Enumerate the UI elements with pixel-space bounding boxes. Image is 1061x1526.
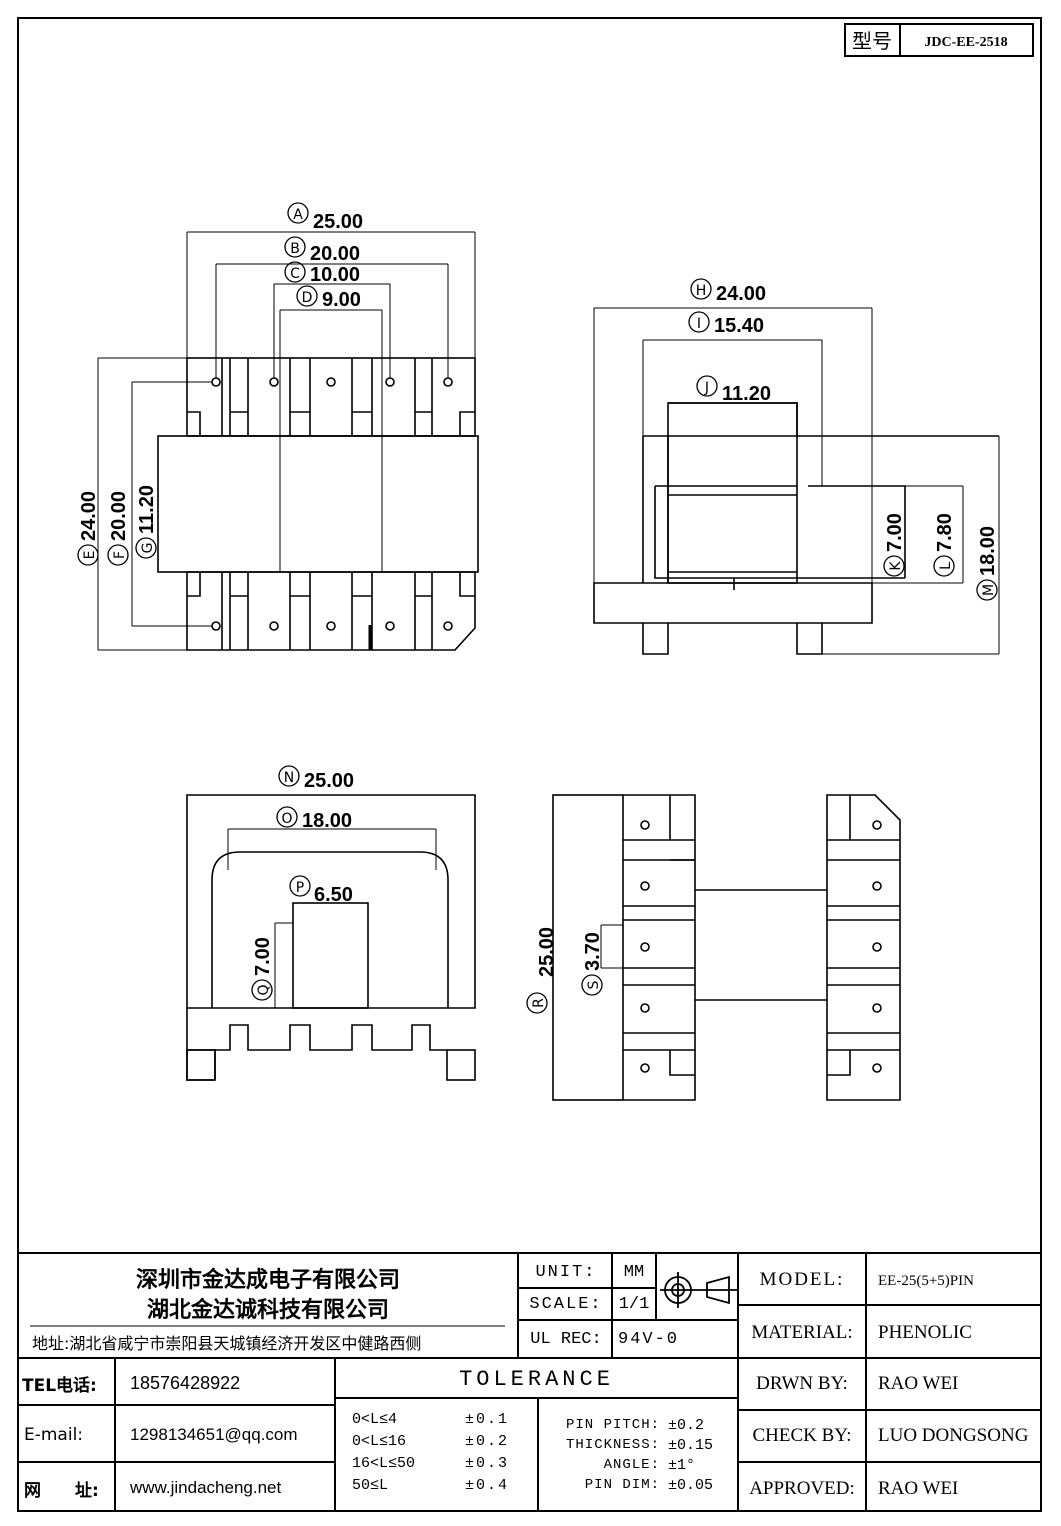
dim-d: 9.00: [322, 289, 361, 311]
model-value: EE-25(5+5)PIN: [878, 1272, 974, 1289]
svg-text:Q: Q: [256, 984, 272, 995]
dim-n: 25.00: [304, 770, 354, 792]
tolerance-value-1: ±0.1: [465, 1410, 510, 1428]
side-view-dimensions: H 24.00 I 15.40 J 11.20 K 7.00 L 7.80 M …: [688, 278, 999, 601]
tolerance-range-3: 16<L≤50: [352, 1454, 416, 1472]
svg-text:F: F: [112, 551, 128, 559]
check-by-label: CHECK BY:: [752, 1425, 852, 1446]
web-value: www.jindacheng.net: [130, 1478, 282, 1497]
dim-p: 6.50: [314, 884, 353, 906]
dim-o: 18.00: [302, 810, 352, 832]
svg-text:I: I: [697, 316, 701, 332]
svg-text:E: E: [82, 551, 98, 560]
top-view-dimensions: A 25.00 B 20.00 C 10.00 D 9.00 E 24.00 F…: [77, 202, 363, 566]
thickness-value: ±0.15: [668, 1436, 714, 1454]
model-label: MODEL:: [759, 1269, 845, 1290]
tolerance-range-2: 0<L≤16: [352, 1432, 407, 1450]
pin-pitch-label: PIN PITCH:: [565, 1417, 660, 1433]
dim-s: 3.70: [582, 932, 604, 971]
dim-m: 18.00: [977, 526, 999, 576]
web-label: 网 址:: [24, 1480, 99, 1501]
material-label: MATERIAL:: [751, 1322, 853, 1343]
tolerance-value-4: ±0.4: [465, 1476, 510, 1494]
svg-text:A: A: [293, 207, 303, 223]
approved-label: APPROVED:: [749, 1478, 855, 1499]
dim-b: 20.00: [310, 243, 360, 265]
model-number-box: 型号 JDC-EE-2518: [844, 23, 1034, 57]
tolerance-value-2: ±0.2: [465, 1432, 510, 1450]
unit-value: MM: [623, 1262, 645, 1282]
svg-text:S: S: [586, 980, 602, 989]
pin-view-dimensions: R 25.00 S 3.70: [526, 927, 604, 1014]
svg-text:J: J: [704, 380, 709, 396]
tel-value: 18576428922: [130, 1372, 241, 1393]
tel-label: TEL电话:: [22, 1375, 97, 1396]
ulrec-value: 94V-0: [618, 1329, 680, 1349]
pin-view: [552, 794, 901, 1101]
pin-pitch-value: ±0.2: [668, 1416, 705, 1434]
company-address: 地址:湖北省咸宁市崇阳县天城镇经济开发区中健路西侧: [32, 1334, 422, 1353]
material-value: PHENOLIC: [878, 1322, 972, 1343]
tolerance-range-4: 50≤L: [352, 1476, 389, 1494]
side-view: [593, 307, 1000, 655]
thickness-label: THICKNESS:: [565, 1437, 660, 1453]
dim-e: 24.00: [78, 491, 100, 541]
email-value: 1298134651@qq.com: [130, 1425, 298, 1444]
projection-symbol-icon: [660, 1272, 738, 1308]
dim-h: 24.00: [716, 283, 766, 305]
svg-text:H: H: [696, 283, 707, 299]
scale-label: SCALE:: [529, 1294, 603, 1314]
unit-label: UNIT:: [535, 1262, 597, 1282]
company-name-2: 湖北金达诚科技有限公司: [146, 1298, 389, 1323]
dim-r: 25.00: [536, 927, 558, 977]
dim-i: 15.40: [714, 315, 764, 337]
dim-a: 25.00: [313, 211, 363, 233]
angle-value: ±1°: [668, 1456, 696, 1474]
tolerance-title: TOLERANCE: [459, 1366, 614, 1392]
svg-text:G: G: [140, 543, 156, 554]
model-box-value: JDC-EE-2518: [924, 35, 1007, 50]
svg-text:L: L: [938, 562, 954, 570]
ulrec-label: UL REC:: [530, 1329, 602, 1349]
dim-j: 11.20: [722, 383, 771, 405]
svg-text:O: O: [281, 811, 292, 827]
sheet-border: [17, 17, 1042, 1512]
tolerance-range-1: 0<L≤4: [352, 1410, 398, 1428]
front-view-dimensions: N 25.00 O 18.00 P 6.50 Q 7.00: [251, 765, 354, 1001]
dim-k: 7.00: [884, 513, 906, 552]
svg-text:N: N: [284, 770, 294, 786]
email-label: E-mail:: [24, 1425, 84, 1445]
company-name-1: 深圳市金达成电子有限公司: [135, 1268, 400, 1293]
svg-text:D: D: [302, 290, 313, 306]
scale-value: 1/1: [618, 1294, 650, 1314]
dim-g: 11.20: [136, 485, 158, 534]
svg-text:B: B: [290, 241, 300, 257]
pin-dim-label: PIN DIM:: [584, 1477, 660, 1493]
tolerance-value-3: ±0.3: [465, 1454, 510, 1472]
angle-label: ANGLE:: [603, 1457, 660, 1473]
svg-text:R: R: [531, 998, 547, 1008]
top-view: [97, 231, 479, 651]
svg-text:M: M: [981, 584, 997, 596]
dim-l: 7.80: [934, 513, 956, 552]
check-by-value: LUO DONGSONG: [878, 1425, 1029, 1446]
drawn-by-label: DRWN BY:: [756, 1373, 848, 1394]
title-block-grid: [18, 1252, 1041, 1511]
dim-c: 10.00: [310, 264, 360, 286]
svg-text:P: P: [296, 880, 304, 896]
pin-dim-value: ±0.05: [668, 1476, 714, 1494]
dim-f: 20.00: [108, 491, 130, 541]
approved-value: RAO WEI: [878, 1478, 959, 1499]
dim-q: 7.00: [252, 937, 274, 976]
svg-text:K: K: [888, 561, 904, 571]
front-view: [186, 794, 476, 1081]
svg-text:C: C: [290, 266, 300, 282]
model-box-label: 型号: [852, 29, 892, 53]
drawn-by-value: RAO WEI: [878, 1373, 959, 1394]
